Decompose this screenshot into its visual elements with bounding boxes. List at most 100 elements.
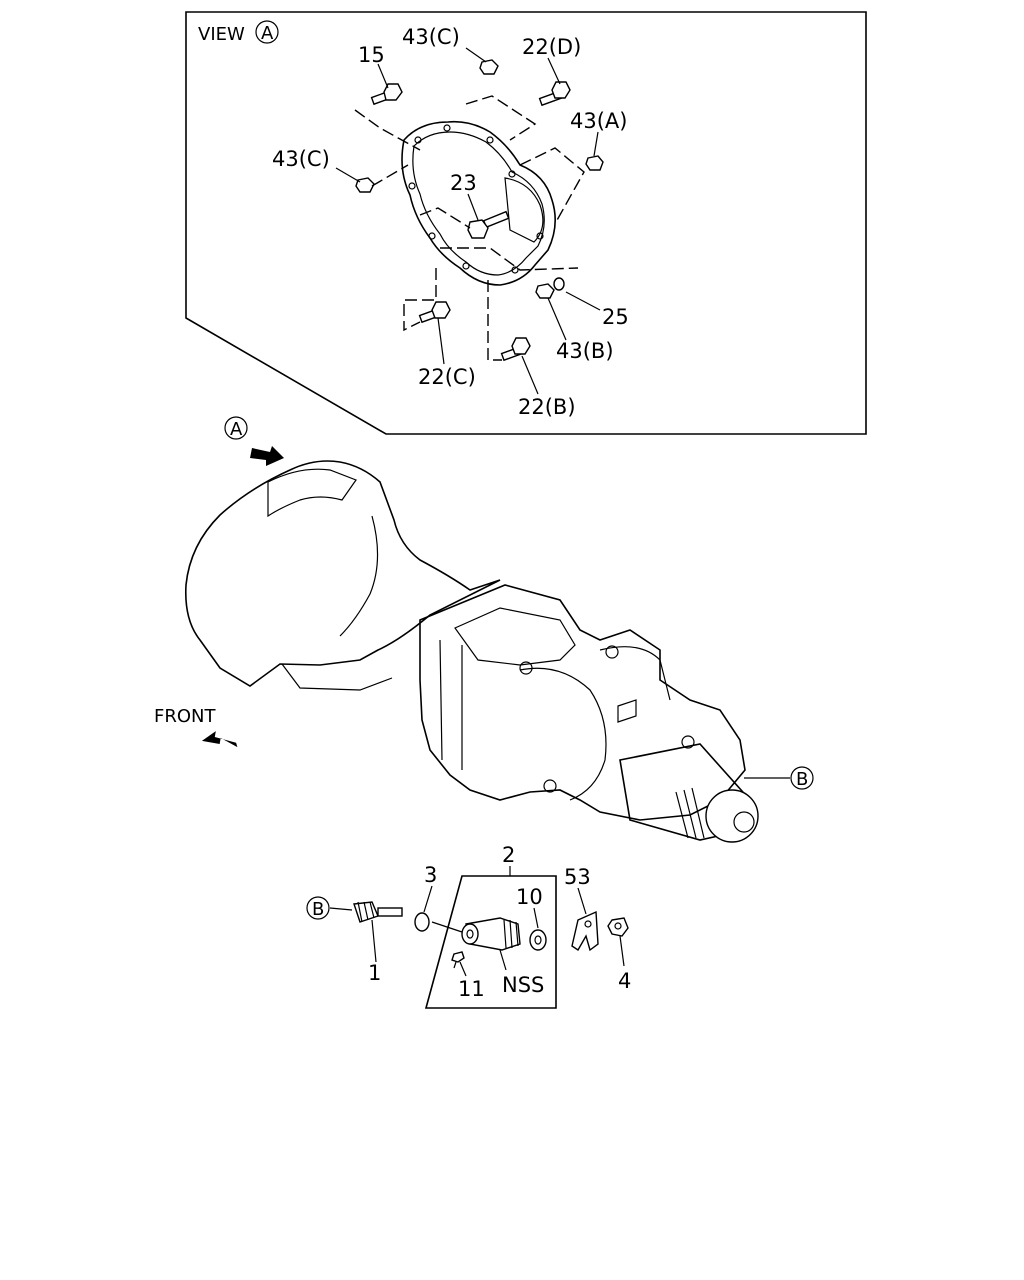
leader-line — [371, 919, 377, 963]
leader-line — [593, 131, 599, 157]
assembly-line — [403, 268, 437, 332]
callout-11: 11 — [458, 977, 485, 1001]
callout-22b: 22(B) — [518, 395, 576, 419]
leader-line — [547, 57, 561, 85]
clamp-53-icon — [571, 910, 599, 952]
plate-hole — [462, 262, 470, 270]
plate-hole — [408, 182, 416, 190]
screw-11-icon — [451, 951, 465, 969]
callout-3: 3 — [424, 863, 437, 887]
bell-housing-rim — [267, 468, 357, 518]
case-seam — [439, 639, 443, 761]
bell-housing-rib — [339, 515, 379, 637]
seal-10-bore — [534, 935, 542, 945]
assembly-line — [465, 95, 537, 141]
leader-line — [467, 193, 479, 221]
assembly-line — [371, 164, 409, 187]
o-ring-3-icon — [414, 912, 430, 932]
callout-15: 15 — [358, 43, 385, 67]
plate-boss — [504, 177, 544, 243]
front-label: FRONT — [154, 706, 216, 727]
plate-hole — [511, 266, 519, 274]
callout-1: 1 — [368, 961, 381, 985]
seal-10-icon — [529, 929, 547, 951]
callout-25: 25 — [602, 305, 629, 329]
plate-hole — [428, 232, 436, 240]
plate-hole — [486, 136, 494, 144]
assembly-line — [354, 109, 421, 151]
plate-hole — [443, 124, 451, 132]
bell-housing-plate — [401, 120, 556, 286]
case-bolt — [519, 661, 533, 675]
bell-housing — [184, 460, 501, 687]
nut-43c-top-icon — [479, 59, 499, 75]
bolt-15-icon — [370, 83, 403, 106]
case-bolt — [605, 645, 619, 659]
assembly-line — [440, 247, 579, 271]
bolt-22b-icon — [500, 337, 531, 362]
plate-inner-edge — [412, 131, 545, 276]
group-2-box — [424, 875, 557, 1009]
transmission-assembly: A B FRONT — [154, 416, 814, 843]
marker-b-left: B — [312, 899, 324, 920]
marker-b-right: B — [796, 769, 808, 790]
leader-line — [533, 907, 539, 929]
callout-43c-left: 43(C) — [272, 147, 330, 171]
leader-line — [431, 921, 463, 933]
bolt-4-icon — [607, 917, 629, 937]
callout-23: 23 — [450, 171, 477, 195]
callout-53: 53 — [564, 865, 591, 889]
view-a-arrow-icon — [250, 446, 284, 466]
nut-43b-icon — [535, 283, 555, 299]
callout-43b: 43(B) — [556, 339, 614, 363]
callout-10: 10 — [516, 885, 543, 909]
leader-line — [329, 907, 353, 911]
speedometer-parts: 2 B 1 3 NSS 10 — [306, 843, 631, 1009]
assembly-line — [419, 207, 471, 229]
driven-gear-1-icon — [353, 901, 403, 923]
view-a-arrow-marker: A — [230, 419, 243, 440]
nut-43c-left-icon — [355, 177, 375, 193]
speed-sensor-icon — [461, 917, 521, 951]
leader-line — [547, 297, 567, 341]
case-bolt — [543, 779, 557, 793]
callout-4: 4 — [618, 969, 631, 993]
output-shaft-end — [705, 789, 759, 843]
plate-hole — [508, 170, 516, 178]
leader-line — [619, 935, 625, 967]
marker-b-left-circle — [306, 896, 330, 920]
bolt-22c-icon — [418, 301, 451, 324]
bolt-22d-icon — [538, 81, 571, 107]
washer-25-icon — [553, 277, 565, 291]
case-bolt — [681, 735, 695, 749]
leader-line — [499, 949, 507, 971]
assembly-line — [519, 147, 585, 223]
front-arrow-icon — [201, 731, 238, 748]
case-extension-flange — [519, 667, 607, 801]
callout-22d: 22(D) — [522, 35, 581, 59]
output-splines — [675, 787, 705, 839]
leader-line — [521, 355, 539, 395]
callout-nss: NSS — [502, 973, 544, 997]
bell-housing-lower-edge — [281, 663, 393, 691]
leader-line — [577, 887, 587, 915]
leader-line — [377, 63, 389, 89]
view-a-arrow-marker-circle — [224, 416, 248, 440]
callout-43c-top: 43(C) — [402, 25, 460, 49]
leader-line — [335, 167, 361, 183]
callout-22c: 22(C) — [418, 365, 476, 389]
nut-43a-icon — [585, 155, 604, 171]
plate-hole — [536, 232, 544, 240]
view-a-panel: VIEW A — [185, 11, 867, 435]
case-extension-top — [599, 646, 671, 701]
case-slot — [617, 699, 637, 723]
leader-line — [459, 961, 467, 977]
view-panel-frame — [185, 11, 867, 435]
assembly-line — [487, 280, 502, 361]
view-panel-marker-circle — [255, 20, 279, 44]
view-panel-title: VIEW — [198, 24, 245, 45]
callout-2: 2 — [502, 843, 515, 867]
callout-43a: 43(A) — [570, 109, 627, 133]
view-panel-marker: A — [261, 23, 274, 44]
